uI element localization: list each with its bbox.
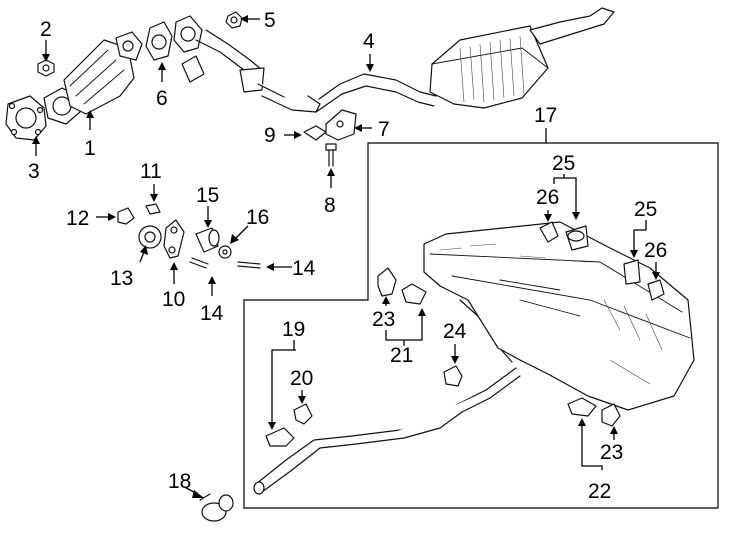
part-13-grommet — [138, 225, 162, 249]
callout-1: 1 — [84, 137, 96, 160]
callout-13: 13 — [110, 267, 133, 290]
item-17-group-frame — [243, 142, 719, 509]
callout-9: 9 — [264, 124, 276, 147]
callout-17: 17 — [534, 104, 557, 127]
part-23-isolator-lower — [601, 403, 621, 427]
part-8-bolt — [325, 143, 337, 167]
part-15-isolator — [195, 227, 220, 253]
callout-4: 4 — [363, 30, 375, 53]
part-6-gasket — [145, 21, 173, 61]
part-25-hanger-right — [623, 259, 641, 285]
part-5-nut — [225, 11, 243, 29]
part-22-hanger-bracket — [567, 397, 597, 417]
callout-16: 16 — [246, 206, 269, 229]
part-16-washer — [218, 245, 232, 259]
callout-5: 5 — [264, 9, 276, 32]
callout-2: 2 — [40, 18, 52, 41]
callout-15: 15 — [196, 184, 219, 207]
part-11-bolt — [145, 203, 161, 215]
callout-25-right: 25 — [634, 198, 657, 221]
part-14-bolt-b — [237, 261, 261, 269]
part-26-isolator-left — [539, 221, 559, 243]
callout-22: 22 — [588, 480, 611, 503]
callout-26-left: 26 — [536, 186, 559, 209]
part-4-front-pipe-and-muffler — [173, 7, 615, 113]
part-19-hanger-bracket — [265, 427, 295, 447]
callout-18: 18 — [168, 470, 191, 493]
part-14-bolt-a — [189, 257, 209, 269]
callout-11: 11 — [140, 160, 162, 183]
callout-7: 7 — [378, 118, 390, 141]
part-12-bolt — [117, 207, 135, 225]
callout-20: 20 — [290, 367, 313, 390]
callout-3: 3 — [28, 160, 40, 183]
callout-25-left: 25 — [552, 152, 575, 175]
part-3-gasket — [5, 95, 47, 141]
part-21-hanger-bracket — [401, 283, 427, 305]
callout-6: 6 — [156, 87, 168, 110]
part-24-isolator — [443, 365, 463, 387]
callout-21: 21 — [390, 344, 413, 367]
part-1-catalytic-converter — [43, 31, 143, 125]
callout-24: 24 — [443, 320, 467, 343]
part-18-clamp — [199, 493, 234, 522]
part-7-hanger-bracket — [325, 109, 357, 141]
callout-12: 12 — [66, 207, 89, 230]
callout-14-left: 14 — [200, 302, 224, 325]
callout-26-right: 26 — [644, 239, 667, 262]
part-20-isolator — [293, 403, 313, 425]
callout-19: 19 — [282, 318, 305, 341]
callout-8: 8 — [324, 194, 336, 217]
part-9-clip — [303, 125, 327, 141]
part-26-isolator-right — [647, 279, 665, 301]
callout-10: 10 — [162, 288, 185, 311]
part-2-nut — [37, 59, 55, 77]
part-23-isolator-upper — [377, 267, 397, 297]
leader-lines — [32, 15, 660, 498]
part-25-hanger-left — [565, 225, 589, 251]
part-10-hanger-strap — [163, 219, 185, 259]
callout-14-right: 14 — [292, 257, 316, 280]
callout-23-lower: 23 — [600, 441, 623, 464]
callout-23-upper: 23 — [372, 308, 395, 331]
